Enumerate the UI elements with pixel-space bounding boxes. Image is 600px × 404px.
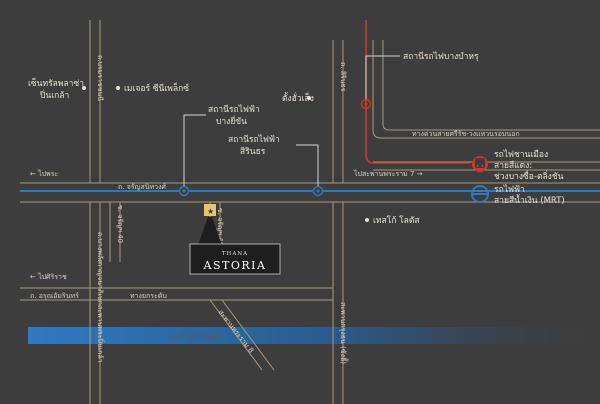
svg-text:สายสีแดง:: สายสีแดง: — [494, 160, 532, 171]
legend-red-line: รถไฟชานเมือง สายสีแดง: ช่วงบางซื่อ-ตลิ่ง… — [472, 149, 564, 182]
central-pinklao-line2: ปิ่นเกล้า — [40, 89, 70, 101]
project-brand-main: ASTORIA — [203, 259, 267, 272]
kang-kra-dap-label: ทางยกระดับ — [130, 292, 167, 300]
tesco-lotus-dot — [365, 218, 369, 222]
central-pinklao-line1: เซ็นทรัลพลาซ่า — [28, 77, 84, 89]
project-marker: ★ THANA ASTORIA — [189, 204, 281, 275]
charansanitwong-label: ถ. จรัญสนิทวงศ์ — [118, 183, 167, 191]
sirinthon-station-label-l1: สถานีรถไฟฟ้า — [228, 134, 280, 145]
sirinthon-road-label: ถ. สิรินธร — [339, 62, 347, 92]
to-pranakorn-label: ← ไปพระ — [30, 169, 58, 178]
svg-text:ช่วงบางซื่อ-ตลิ่งชัน: ช่วงบางซื่อ-ตลิ่งชัน — [494, 170, 564, 182]
bang-bamru-station-label: สถานีรถไฟบางบำหรุ — [403, 51, 479, 62]
major-cineplex-label: เมเจอร์ ซีนีเพล็กซ์ — [124, 82, 189, 94]
svg-text:รถไฟฟ้า: รถไฟฟ้า — [494, 184, 525, 195]
svg-text:★: ★ — [207, 207, 214, 216]
legend: รถไฟชานเมือง สายสีแดง: ช่วงบางซื่อ-ตลิ่ง… — [471, 149, 565, 206]
bang-yi-khan-station-label-l2: บางยี่ขัน — [216, 115, 247, 127]
bang-yi-khan-station-label-l1: สถานีรถไฟฟ้า — [208, 104, 260, 115]
borommaratchachonnani-label: ถ.บรมราชชนนี — [96, 55, 104, 101]
vertical-roads — [89, 20, 344, 404]
soi-charan-40-label: ซ. จรัญฯ 40 — [116, 205, 124, 243]
legend-blue-line: รถไฟฟ้า สายสีน้ำเงิน (MRT) — [471, 184, 565, 206]
svg-text:สายสีน้ำเงิน (MRT): สายสีน้ำเงิน (MRT) — [494, 194, 565, 206]
krungthon-bridge-label: สะพานกรุงธน (ซังฮี้) — [339, 302, 350, 364]
soi-charan-46-label: ซ. จรัญฯ 46 — [216, 208, 224, 247]
project-pin-icon — [204, 204, 216, 216]
project-logo-box — [189, 243, 281, 275]
central-pinklao-dot — [82, 86, 86, 90]
pinklao-bridge-label: สะพานพระปิ่นเกล้า — [96, 305, 105, 363]
svg-text:รถไฟชานเมือง: รถไฟชานเมือง — [494, 149, 548, 160]
major-cineplex-dot — [116, 86, 120, 90]
river-label: แม่น้ำเจ้าพระยา — [170, 331, 222, 341]
project-brand-top: THANA — [222, 251, 248, 257]
sirinthon-station-label-l2: สิรินธร — [240, 147, 266, 157]
kanchanaphisek-label: กาญจนาภิเษก — [96, 262, 104, 305]
expressway-label: ทางด่วนสายศรีรัช-วงแหวนรอบนอก — [412, 130, 520, 138]
tesco-lotus-label: เทสโก้ โลตัส — [373, 215, 420, 226]
tang-hua-seng-label: ตั้งฮั่วเส็ง — [282, 92, 314, 104]
to-rama7-label: ไปสะพานพระราม 7 → — [353, 169, 423, 178]
river-band — [28, 327, 600, 344]
to-siriraj-label: ← ไปศิริราช — [30, 272, 67, 281]
bang-bamru-station-marker — [360, 98, 372, 110]
tang-hua-seng-dot — [307, 96, 311, 100]
bang-phlat-label: ถ.บางพลัด — [96, 232, 104, 264]
srt-red-line — [365, 20, 470, 164]
arun-amarin-label: ถ. อรุณอัมรินทร์ — [30, 292, 79, 300]
